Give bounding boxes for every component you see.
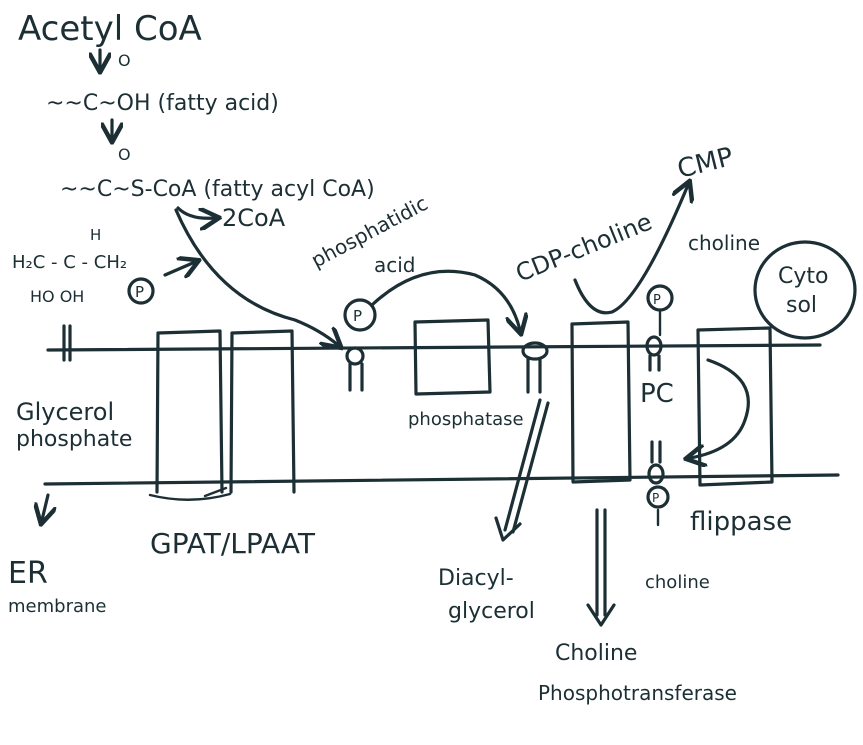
phosphatase-box xyxy=(415,320,490,394)
label-glycerol-h: H xyxy=(90,226,101,244)
arrow-down-phosphotransferase xyxy=(597,510,605,615)
cytosol-circle xyxy=(755,242,855,338)
label-flippase: flippase xyxy=(690,507,792,537)
arrow-head-phosphotransferase xyxy=(588,605,614,625)
diacylglycerol-lipid xyxy=(523,343,547,392)
label-choline-bottom: choline xyxy=(645,572,710,593)
arrow-to-2coa xyxy=(178,208,215,218)
label-choline-top: choline xyxy=(688,231,760,255)
label-fatty-acid: ~~C~OH (fatty acid) xyxy=(46,91,279,116)
label-gpat-lpaat: GPAT/LPAAT xyxy=(150,527,316,560)
label-pc-p-top: P xyxy=(653,293,661,308)
label-cmp: CMP xyxy=(674,142,736,185)
label-diacyl-2: glycerol xyxy=(448,599,535,624)
arrow-down-glycerol xyxy=(64,326,70,360)
label-pc: PC xyxy=(640,379,674,409)
label-acetyl-coa: Acetyl CoA xyxy=(18,9,202,49)
label-er: ER xyxy=(8,556,48,591)
label-2coa: 2CoA xyxy=(222,204,286,232)
label-diacyl-1: Diacyl- xyxy=(438,566,514,591)
label-glycerol-name-1: Glycerol xyxy=(16,398,114,426)
arrow-glycerol-p-to-gpat xyxy=(165,262,195,275)
label-pc-p-bottom: P xyxy=(652,491,659,505)
label-cdp-choline: CDP-choline xyxy=(512,208,656,288)
label-cytosol-1: Cyto xyxy=(778,264,828,289)
label-phosphotransferase-2: Phosphotransferase xyxy=(538,681,737,705)
pc-lipid-flipped xyxy=(648,442,668,525)
label-phosphatidic-2: acid xyxy=(374,253,416,277)
label-carbonyl-o-2: O xyxy=(118,145,131,164)
flippase-box xyxy=(690,328,772,485)
label-pa-p: P xyxy=(353,307,362,325)
label-carbonyl-o-1: O xyxy=(118,51,131,70)
label-glycerol-p: P xyxy=(135,283,144,301)
label-fatty-acyl-coa: ~~C~S-CoA (fatty acyl CoA) xyxy=(60,177,375,202)
label-glycerol-bottom: HO OH xyxy=(30,287,84,306)
label-membrane: membrane xyxy=(8,596,106,617)
label-phosphotransferase-1: Choline xyxy=(555,641,637,666)
label-cytosol-2: sol xyxy=(786,293,817,318)
label-glycerol-top: H₂C - C - CH₂ xyxy=(12,252,127,273)
gpat-lpaat-protein xyxy=(150,331,294,500)
arrow-down-er xyxy=(42,495,48,520)
label-phosphatase: phosphatase xyxy=(408,409,524,430)
label-glycerol-name-2: phosphate xyxy=(16,427,132,452)
membrane-top-line xyxy=(48,345,820,350)
